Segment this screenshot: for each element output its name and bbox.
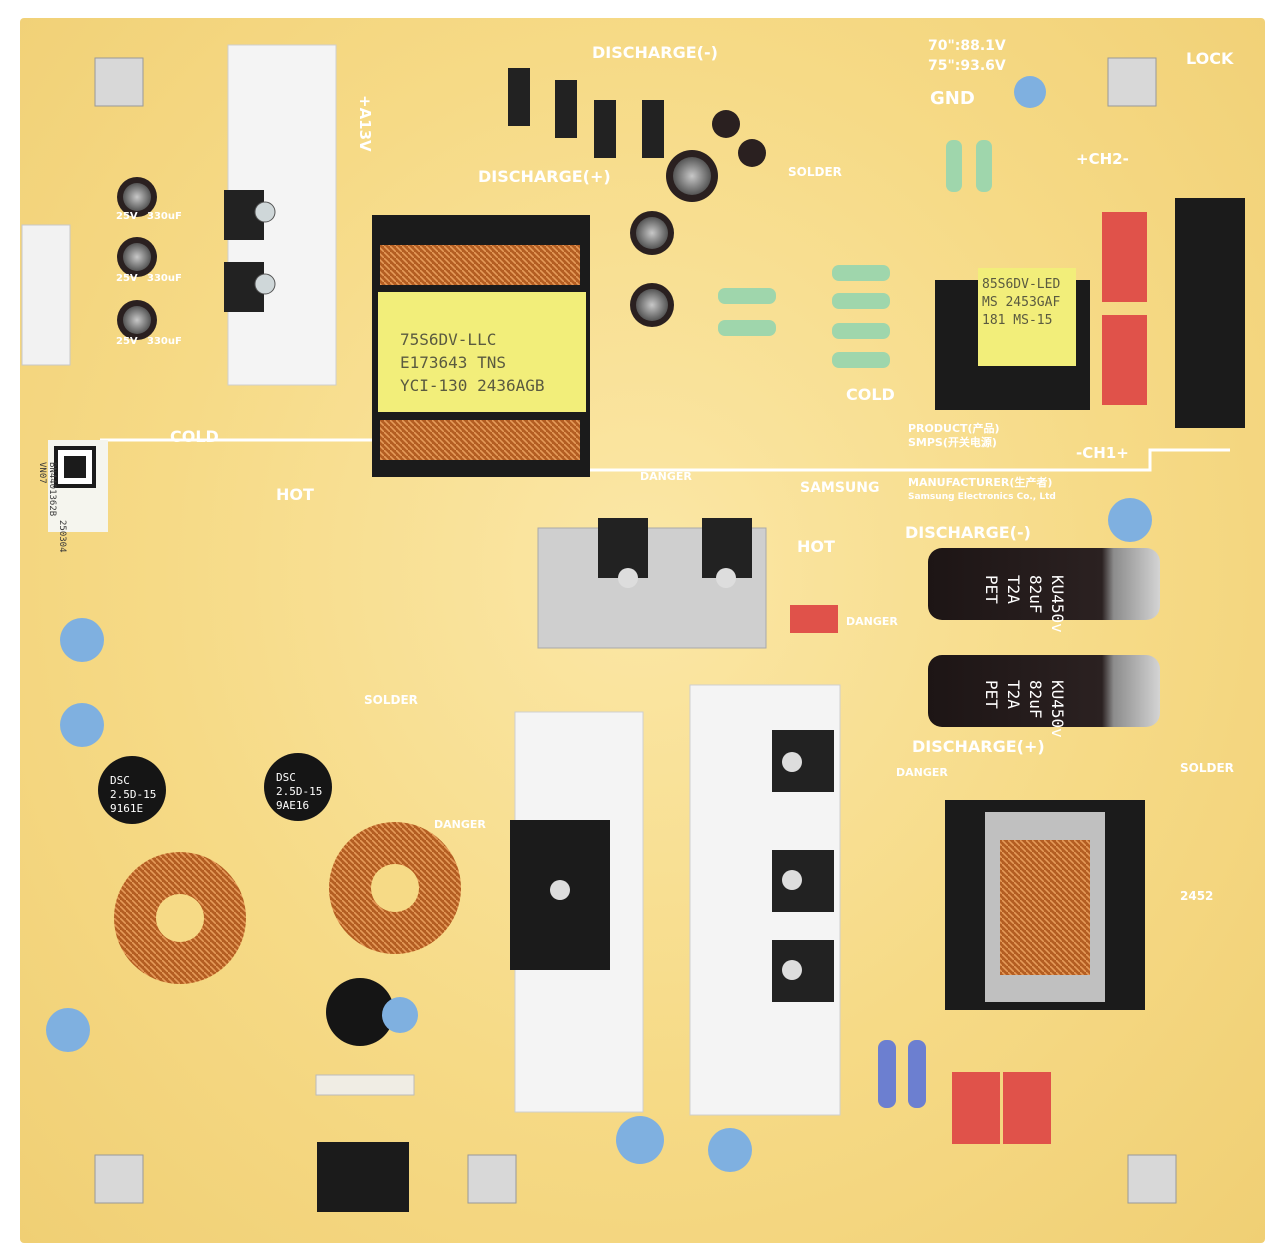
svg-text:Samsung Electronics Co., Ltd: Samsung Electronics Co., Ltd bbox=[908, 492, 1056, 502]
svg-text:70":88.1V: 70":88.1V bbox=[928, 38, 1006, 54]
svg-text:PET: PET bbox=[982, 680, 1001, 709]
svg-text:KU450v: KU450v bbox=[1048, 680, 1067, 738]
svg-text:LOCK: LOCK bbox=[1186, 49, 1234, 68]
svg-text:9161E: 9161E bbox=[110, 802, 143, 815]
svg-text:85S6DV-LED: 85S6DV-LED bbox=[982, 277, 1060, 292]
led-transformer: 85S6DV-LED MS 2453GAF 181 MS-15 bbox=[935, 268, 1090, 410]
output-connector bbox=[1175, 198, 1245, 428]
svg-text:SOLDER: SOLDER bbox=[1180, 761, 1234, 775]
svg-text:DANGER: DANGER bbox=[896, 766, 948, 779]
llc-transformer: 75S6DV-LLC E173643 TNS YCI-130 2436AGB bbox=[372, 215, 590, 477]
mounting-clips bbox=[94, 57, 1177, 1204]
svg-text:DISCHARGE(+): DISCHARGE(+) bbox=[912, 737, 1045, 756]
svg-text:181 MS-15: 181 MS-15 bbox=[982, 313, 1052, 328]
svg-text:HOT: HOT bbox=[797, 537, 835, 556]
common-mode-chokes bbox=[114, 822, 461, 984]
svg-text:82uF: 82uF bbox=[1026, 575, 1045, 614]
svg-text:DANGER: DANGER bbox=[434, 818, 486, 831]
svg-text:DISCHARGE(+): DISCHARGE(+) bbox=[478, 167, 611, 186]
resistors bbox=[718, 140, 992, 1108]
svg-text:T2A: T2A bbox=[1004, 680, 1023, 709]
svg-text:75":93.6V: 75":93.6V bbox=[928, 58, 1006, 74]
fuse bbox=[315, 1074, 415, 1096]
svg-text:-CH1+: -CH1+ bbox=[1076, 444, 1129, 462]
svg-text:25V: 25V bbox=[116, 211, 138, 222]
svg-text:COLD: COLD bbox=[846, 385, 895, 404]
qr-label bbox=[48, 440, 108, 532]
svg-text:SOLDER: SOLDER bbox=[364, 693, 418, 707]
svg-text:E173643 TNS: E173643 TNS bbox=[400, 353, 506, 372]
svg-text:KU450v: KU450v bbox=[1048, 575, 1067, 633]
pfc-transformer bbox=[945, 800, 1145, 1010]
svg-text:330uF: 330uF bbox=[147, 273, 182, 284]
ac-input-connector bbox=[317, 1142, 409, 1212]
svg-text:9AE16: 9AE16 bbox=[276, 799, 309, 812]
rectifier-diodes bbox=[508, 68, 664, 158]
output-capacitors: 25V 330uF 25V 330uF 25V 330uF bbox=[116, 177, 182, 347]
svg-text:25V: 25V bbox=[116, 336, 138, 347]
svg-text:82uF: 82uF bbox=[1026, 680, 1045, 719]
svg-text:SMPS(开关电源): SMPS(开关电源) bbox=[908, 435, 997, 449]
svg-text:2.5D-15: 2.5D-15 bbox=[276, 785, 322, 798]
svg-text:DANGER: DANGER bbox=[640, 470, 692, 483]
svg-text:DSC: DSC bbox=[276, 771, 296, 784]
svg-text:330uF: 330uF bbox=[147, 336, 182, 347]
svg-text:2452: 2452 bbox=[1180, 889, 1213, 903]
svg-text:SOLDER: SOLDER bbox=[788, 165, 842, 179]
svg-text:YCI-130 2436AGB: YCI-130 2436AGB bbox=[400, 376, 545, 395]
svg-text:+CH2-: +CH2- bbox=[1076, 150, 1129, 168]
svg-text:PRODUCT(产品): PRODUCT(产品) bbox=[908, 421, 1000, 435]
svg-text:GND: GND bbox=[930, 88, 975, 109]
film-capacitors bbox=[790, 212, 1147, 1144]
svg-text:DISCHARGE(-): DISCHARGE(-) bbox=[592, 43, 718, 62]
svg-text:2.5D-15: 2.5D-15 bbox=[110, 788, 156, 801]
svg-text:SAMSUNG: SAMSUNG bbox=[800, 480, 880, 496]
svg-text:PET: PET bbox=[982, 575, 1001, 604]
svg-text:HOT: HOT bbox=[276, 485, 314, 504]
svg-text:COLD: COLD bbox=[170, 427, 219, 446]
secondary-capacitors bbox=[630, 110, 766, 327]
svg-text:+A13V: +A13V bbox=[356, 95, 374, 152]
svg-text:VN07: VN07 bbox=[37, 462, 47, 484]
y-capacitors bbox=[46, 76, 1152, 1172]
svg-text:T2A: T2A bbox=[1004, 575, 1023, 604]
svg-text:MANUFACTURER(生产者): MANUFACTURER(生产者) bbox=[908, 475, 1052, 489]
svg-text:DANGER: DANGER bbox=[846, 615, 898, 628]
isolation-line bbox=[100, 438, 1230, 472]
svg-text:250304: 250304 bbox=[57, 520, 67, 553]
svg-text:330uF: 330uF bbox=[147, 211, 182, 222]
svg-text:DSC: DSC bbox=[110, 774, 130, 787]
ntc-thermistors: DSC 2.5D-15 9161E DSC 2.5D-15 9AE16 bbox=[98, 753, 394, 1046]
svg-text:25V: 25V bbox=[116, 273, 138, 284]
input-connector-left bbox=[21, 224, 71, 366]
bulk-capacitors: KU450v 82uF T2A PET KU450v 82uF T2A PET bbox=[928, 548, 1160, 738]
svg-text:DISCHARGE(-): DISCHARGE(-) bbox=[905, 523, 1031, 542]
svg-text:75S6DV-LLC: 75S6DV-LLC bbox=[400, 330, 496, 349]
svg-text:MS 2453GAF: MS 2453GAF bbox=[982, 295, 1060, 310]
svg-text:BN4401362B: BN4401362B bbox=[47, 462, 57, 516]
